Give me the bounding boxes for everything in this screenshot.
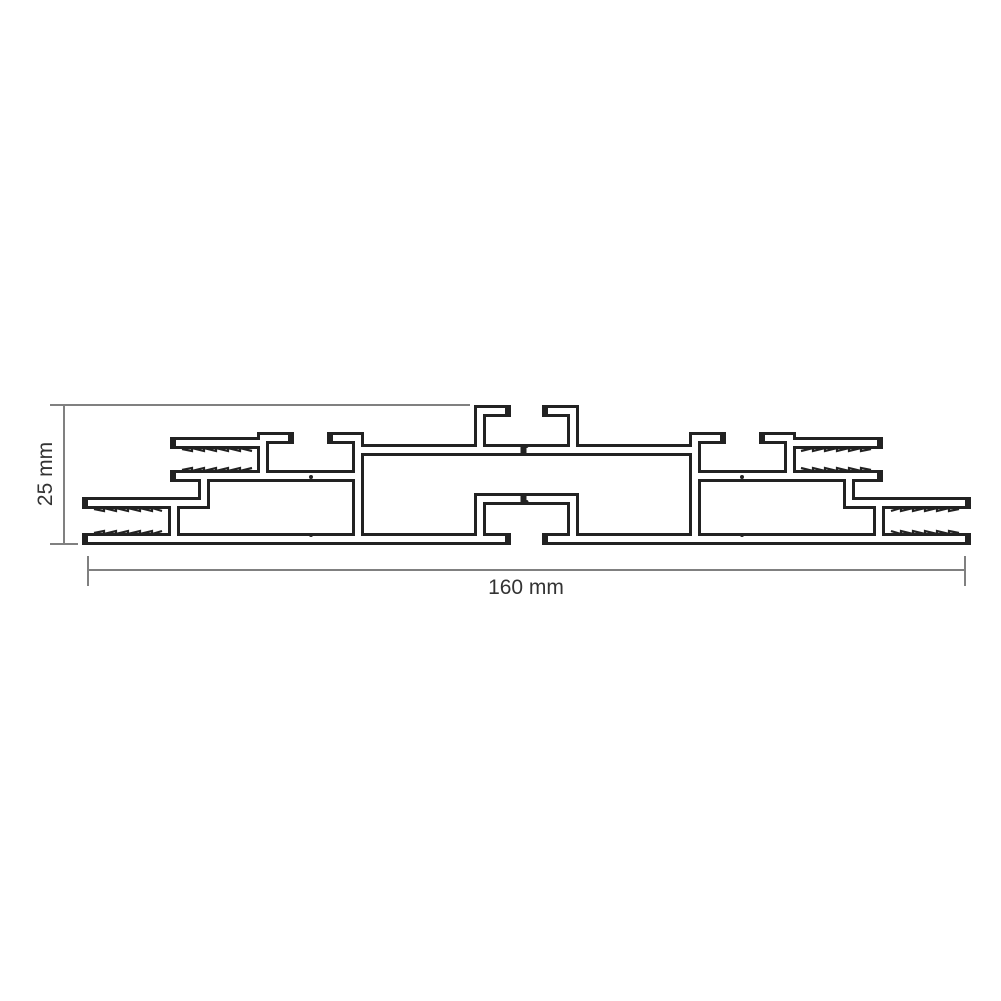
- width-dimension: 160 mm: [87, 556, 966, 599]
- height-dimension-label: 25 mm: [34, 442, 57, 506]
- weld-marks: [309, 444, 744, 537]
- aluminium-profile-left-half: [88, 411, 527, 539]
- height-dimension: 25 mm: [34, 404, 470, 545]
- aluminium-profile-right-half: [527, 411, 966, 539]
- width-dimension-label: 160 mm: [488, 576, 564, 599]
